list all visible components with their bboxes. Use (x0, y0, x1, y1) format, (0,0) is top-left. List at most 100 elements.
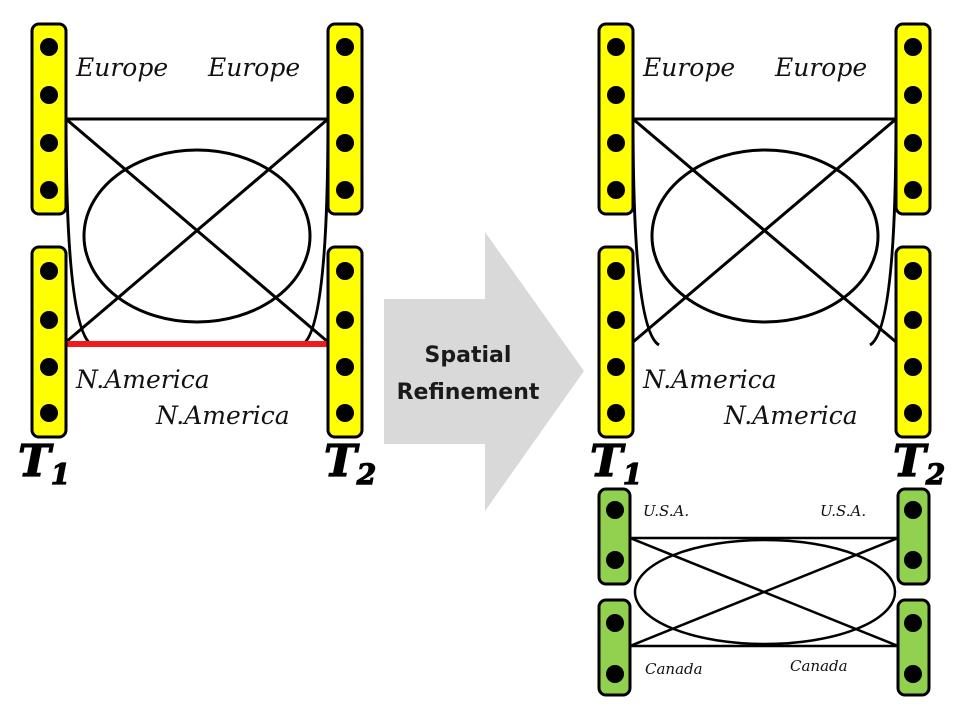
node-dot (904, 181, 922, 199)
edge-europe-namerica-cross-b (632, 117, 897, 344)
node-dot (607, 181, 625, 199)
edge-right-arc (869, 118, 898, 347)
refined-edges (629, 536, 899, 648)
t1-letter: T (18, 436, 54, 487)
t1-subscript: 1 (623, 458, 642, 491)
node-box (894, 245, 932, 439)
node-dot (336, 404, 354, 422)
node-dot (607, 86, 625, 104)
label-europe-left: Europe (75, 53, 168, 82)
node-box (326, 22, 364, 216)
arrow-label-line2: Refinement (397, 380, 540, 405)
node-dot (904, 262, 922, 280)
node-dot (607, 404, 625, 422)
node-box (894, 22, 932, 216)
node-box (597, 245, 635, 439)
edge-cross-b (629, 536, 899, 648)
node-dot (336, 38, 354, 56)
node-dot (606, 551, 624, 569)
node-t1-namerica (597, 245, 635, 439)
arrow-label-line1: Spatial (425, 343, 512, 368)
node-dot (904, 311, 922, 329)
label-t1: T1 (18, 436, 70, 491)
label-namerica-right: N.America (723, 401, 858, 430)
node-dot (336, 358, 354, 376)
node-t2-namerica (894, 245, 932, 439)
edge-left-arc (64, 118, 93, 347)
node-refined-t2-canada (896, 598, 931, 697)
edge-europe-namerica-cross-b (65, 117, 329, 344)
node-dot (40, 262, 58, 280)
node-dot (904, 86, 922, 104)
edge-refined-ellipse (633, 538, 897, 646)
node-dot (607, 358, 625, 376)
label-namerica-right: N.America (155, 401, 290, 430)
node-dot (904, 614, 922, 632)
node-dot (607, 38, 625, 56)
t2-subscript: 2 (925, 458, 945, 491)
edge-inner-ellipse (82, 148, 312, 324)
node-t1-namerica (30, 245, 68, 439)
edge-inner-ellipse (650, 148, 880, 324)
t2-subscript: 2 (356, 458, 376, 491)
before-edges (64, 117, 330, 347)
refinement-arrow: Spatial Refinement (384, 232, 584, 511)
label-europe-right: Europe (207, 53, 300, 82)
node-dot (40, 134, 58, 152)
edge-right-arc (301, 118, 330, 347)
node-box (326, 245, 364, 439)
before-graph: Europe Europe N.America N.America T1 T2 (17, 22, 377, 492)
node-dot (607, 262, 625, 280)
node-dot (606, 665, 624, 683)
node-t1-europe (30, 22, 68, 216)
t2-letter: T (324, 436, 360, 487)
node-dot (40, 38, 58, 56)
node-dot (904, 404, 922, 422)
t1-subscript: 1 (51, 458, 70, 491)
label-t2: T2 (324, 436, 376, 491)
node-dot (904, 134, 922, 152)
node-dot (336, 311, 354, 329)
node-t1-europe (597, 22, 635, 216)
arrow-shape (384, 232, 584, 511)
node-dot (606, 501, 624, 519)
node-dot (336, 86, 354, 104)
node-refined-t2-usa (896, 487, 931, 586)
label-canada-right: Canada (790, 657, 848, 675)
edge-left-arc (631, 118, 660, 347)
node-dot (904, 501, 922, 519)
node-dot (336, 181, 354, 199)
label-namerica-left: N.America (642, 365, 777, 394)
node-t2-namerica (326, 245, 364, 439)
refined-graph: U.S.A. U.S.A. Canada Canada (597, 487, 931, 697)
label-europe-left: Europe (642, 53, 735, 82)
label-usa-left: U.S.A. (643, 502, 689, 520)
node-dot (40, 181, 58, 199)
node-dot (40, 404, 58, 422)
after-graph: Europe Europe N.America N.America T1 T2 (589, 22, 946, 492)
t1-letter: T (590, 436, 626, 487)
label-namerica-left: N.America (75, 365, 210, 394)
node-dot (904, 551, 922, 569)
node-dot (336, 134, 354, 152)
node-dot (904, 38, 922, 56)
label-europe-right: Europe (774, 53, 867, 82)
node-box (30, 22, 68, 216)
node-t2-europe (894, 22, 932, 216)
label-usa-right: U.S.A. (820, 502, 866, 520)
node-box (597, 22, 635, 216)
after-edges (631, 117, 898, 347)
node-dot (40, 86, 58, 104)
node-box (30, 245, 68, 439)
node-dot (607, 311, 625, 329)
node-refined-t1-canada (597, 598, 632, 697)
node-dot (904, 358, 922, 376)
node-dot (40, 358, 58, 376)
node-t2-europe (326, 22, 364, 216)
t2-letter: T (893, 436, 929, 487)
node-refined-t1-usa (597, 487, 632, 586)
node-dot (606, 614, 624, 632)
label-t2: T2 (893, 436, 945, 491)
